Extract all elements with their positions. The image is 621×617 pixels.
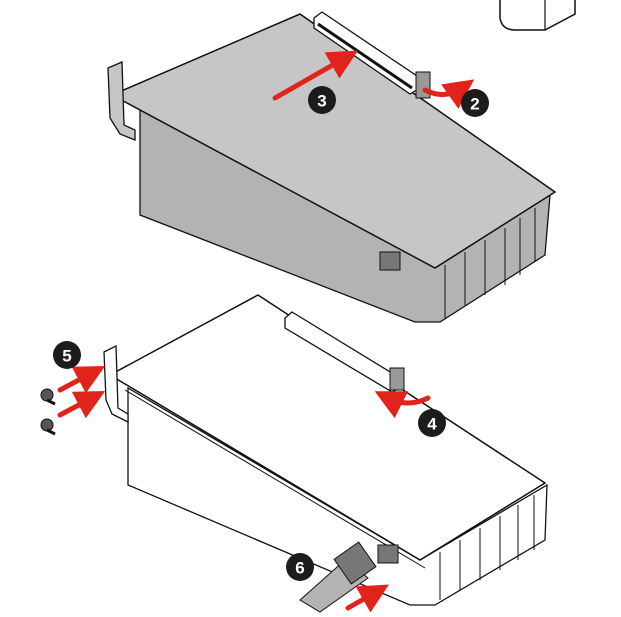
step-badge-6: 6 [286,553,314,581]
pcie-power-cable [299,541,377,613]
step-number: 2 [470,95,479,114]
screw-arrow-icon [57,390,106,419]
cable-insert-arrow-icon [345,584,390,613]
step-number: 6 [295,559,304,578]
heatsink-fins [439,495,535,600]
step-number: 5 [62,347,71,366]
graphics-card-top [107,11,557,323]
slot-latch [415,71,431,99]
slot-latch [389,367,405,391]
graphics-card-bottom [103,294,548,606]
step-number: 4 [427,415,437,434]
io-bracket [107,61,136,141]
screw-arrow-icon [57,365,106,394]
latch-open-arrow-icon [422,79,475,109]
psu-connector-partial [499,0,576,31]
step-badge-3: 3 [308,86,336,114]
power-connector-socket [379,251,401,271]
power-connector-socket [377,544,399,564]
insert-arrow-icon [272,50,359,101]
step-badge-4: 4 [418,409,446,437]
heatsink-fins [444,208,536,318]
card-pcb-top [108,294,547,561]
step-badge-2: 2 [461,89,489,117]
card-pcb-top [110,13,557,269]
step-number: 3 [317,92,326,111]
io-bracket [103,344,129,424]
screw-icon [40,418,56,436]
latch-close-arrow-icon [374,391,431,419]
step-badge-5: 5 [53,341,81,369]
screw-icon [40,388,56,406]
